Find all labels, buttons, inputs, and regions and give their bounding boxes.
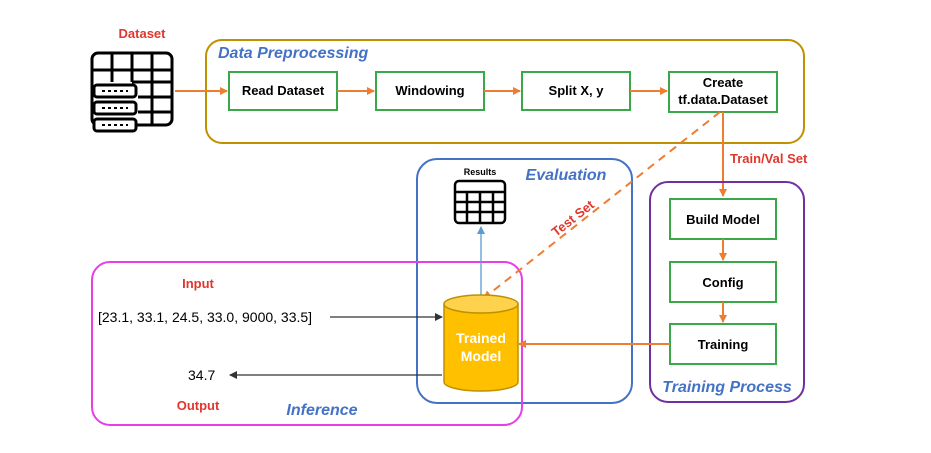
- step-training: [669, 323, 777, 365]
- results-table-icon: [453, 179, 507, 225]
- output-value: 34.7: [188, 367, 215, 383]
- step-create-line2: tf.data.Dataset: [678, 92, 768, 107]
- preprocessing-title: Data Preprocessing: [218, 45, 369, 62]
- step-config: [669, 261, 777, 303]
- step-split-label: Split X, y: [549, 83, 605, 98]
- step-read-dataset: [228, 71, 338, 111]
- step-create-line1: Create: [703, 75, 743, 90]
- train-val-label: Train/Val Set: [730, 151, 808, 166]
- dataset-label: Dataset: [119, 26, 167, 41]
- test-set-label: Test Set: [549, 197, 598, 240]
- step-training-label: Training: [698, 337, 749, 352]
- trained-model-cylinder-icon: [443, 294, 519, 392]
- training-container: [649, 181, 805, 403]
- input-value: [23.1, 33.1, 24.5, 33.0, 9000, 33.5]: [98, 309, 312, 325]
- evaluation-title: Evaluation: [526, 167, 607, 184]
- step-read-dataset-label: Read Dataset: [242, 83, 325, 98]
- model-line2: Model: [461, 348, 501, 364]
- step-windowing-label: Windowing: [395, 83, 464, 98]
- input-label: Input: [182, 276, 214, 291]
- output-label: Output: [177, 398, 220, 413]
- evaluation-container: [416, 158, 633, 404]
- step-windowing: [375, 71, 485, 111]
- model-line1: Trained: [456, 330, 506, 346]
- training-title: Training Process: [662, 379, 792, 396]
- results-label: Results: [464, 167, 497, 177]
- step-config-label: Config: [702, 275, 743, 290]
- step-build-model-label: Build Model: [686, 212, 760, 227]
- step-build-model: [669, 198, 777, 240]
- dataset-table-icon: [90, 51, 174, 133]
- inference-title: Inference: [286, 402, 357, 419]
